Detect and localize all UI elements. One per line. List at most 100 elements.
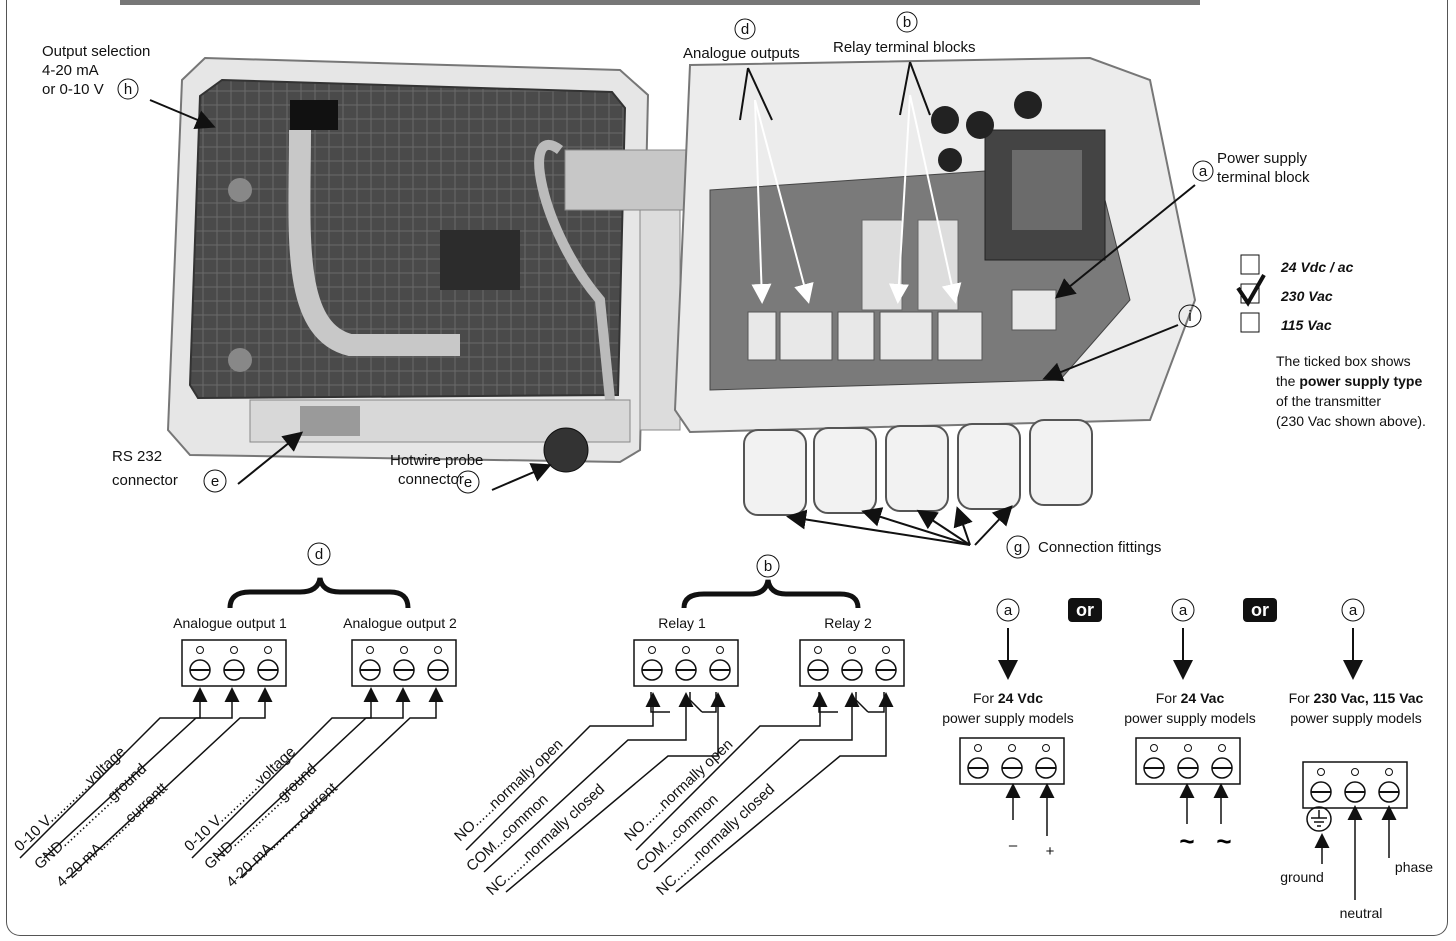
terminal-hole xyxy=(648,646,656,654)
processor xyxy=(440,230,520,290)
diagram-frame xyxy=(6,0,1448,936)
svg-text:or: or xyxy=(1076,600,1094,620)
svg-text:Output selection: Output selection xyxy=(42,43,150,60)
ribbon-cable xyxy=(564,149,701,211)
svg-text:115 Vac: 115 Vac xyxy=(1281,317,1332,333)
svg-text:Relay 1: Relay 1 xyxy=(658,615,706,631)
terminal-hole xyxy=(682,646,690,654)
terminal-hole xyxy=(366,646,374,654)
svg-text:+: + xyxy=(1046,843,1055,860)
svg-text:terminal block: terminal block xyxy=(1217,169,1310,186)
brace-analogue xyxy=(227,577,411,609)
capacitor xyxy=(931,106,959,134)
svg-text:b: b xyxy=(764,558,772,575)
terminal-hole xyxy=(716,646,724,654)
analogue-diagram: d Analogue output 1 Analogue output 2 0-… xyxy=(11,542,457,891)
terminal-hole xyxy=(1184,744,1192,752)
terminal-block-relay-2 xyxy=(799,639,905,687)
svg-text:e: e xyxy=(464,474,472,491)
svg-text:24 Vdc / ac: 24 Vdc / ac xyxy=(1280,259,1354,275)
terminal-hole xyxy=(1150,744,1158,752)
svg-text:Power supply: Power supply xyxy=(1217,150,1308,167)
svg-text:COM...common: COM...common xyxy=(463,791,551,875)
terminal-hole xyxy=(1351,768,1359,776)
ribbon-flex xyxy=(288,129,460,356)
svg-text:connector: connector xyxy=(398,471,464,488)
svg-text:Analogue output 2: Analogue output 2 xyxy=(343,615,457,631)
svg-text:or: or xyxy=(1251,600,1269,620)
terminal-hole xyxy=(974,744,982,752)
brace-relay xyxy=(681,579,861,609)
svg-text:~: ~ xyxy=(1216,826,1231,856)
relay-diagram: b Relay 1 Relay 2 NO......normal xyxy=(451,554,905,899)
terminal-block-analogue-1 xyxy=(181,639,287,687)
terminal-hole xyxy=(882,646,890,654)
svg-text:phase: phase xyxy=(1395,859,1433,875)
device-photo xyxy=(166,56,1197,516)
label-hotwire: Hotwire probe connector e xyxy=(390,452,552,494)
terminal-block-24vac xyxy=(1135,737,1241,785)
svg-text:e: e xyxy=(211,473,219,490)
svg-text:RS 232: RS 232 xyxy=(112,448,162,465)
svg-text:or 0-10 V: or 0-10 V xyxy=(42,81,104,98)
svg-text:(230 Vac shown above).: (230 Vac shown above). xyxy=(1276,413,1426,429)
terminal-hole xyxy=(1008,744,1016,752)
terminal-block-analogue-2 xyxy=(351,639,457,687)
svg-text:Hotwire probe: Hotwire probe xyxy=(390,452,483,469)
hinge xyxy=(639,169,681,431)
terminal-hole xyxy=(264,646,272,654)
terminal-hole xyxy=(1385,768,1393,776)
terminal-block-230vac xyxy=(1302,761,1408,809)
label-marker-i: i xyxy=(1042,304,1202,382)
terminal-hole xyxy=(1042,744,1050,752)
terminal-hole xyxy=(230,646,238,654)
label-connection-fittings: g Connection fittings xyxy=(786,505,1161,559)
terminal-hole xyxy=(196,646,204,654)
lid-screw xyxy=(228,178,252,202)
cable-glands xyxy=(743,419,1093,516)
svg-text:Relay terminal blocks: Relay terminal blocks xyxy=(833,39,976,56)
svg-text:neutral: neutral xyxy=(1340,905,1383,921)
svg-text:~: ~ xyxy=(1179,826,1194,856)
svg-text:h: h xyxy=(124,81,132,98)
svg-text:ground: ground xyxy=(1280,869,1324,885)
or-badge xyxy=(1243,598,1277,622)
label-analogue-outputs: d Analogue outputs xyxy=(683,18,800,121)
svg-text:power supply models: power supply models xyxy=(942,710,1074,726)
svg-text:For 24 Vac: For 24 Vac xyxy=(1156,690,1225,706)
svg-text:a: a xyxy=(1199,163,1208,180)
or-badge xyxy=(1068,598,1102,622)
rs232-port xyxy=(300,406,360,436)
svg-text:b: b xyxy=(903,14,911,31)
svg-text:a: a xyxy=(1179,602,1188,619)
terminal-block-relay-1 xyxy=(633,639,739,687)
svg-text:For 24 Vdc: For 24 Vdc xyxy=(973,690,1043,706)
svg-text:4-20 mA: 4-20 mA xyxy=(42,62,99,79)
svg-text:the power supply type: the power supply type xyxy=(1276,373,1422,389)
svg-text:–: – xyxy=(1009,837,1018,854)
svg-text:The ticked box shows: The ticked box shows xyxy=(1276,353,1411,369)
probe-connector xyxy=(543,427,589,473)
svg-text:power supply models: power supply models xyxy=(1124,710,1256,726)
svg-text:Analogue outputs: Analogue outputs xyxy=(683,45,800,62)
svg-text:For 230 Vac, 115 Vac: For 230 Vac, 115 Vac xyxy=(1289,690,1424,706)
svg-text:Relay 2: Relay 2 xyxy=(824,615,872,631)
svg-text:a: a xyxy=(1349,602,1358,619)
checkbox-24v xyxy=(1240,254,1260,275)
terminal-block-24vdc xyxy=(959,737,1065,785)
supply-type-options: 24 Vdc / ac 230 Vac 115 Vac The ticked b… xyxy=(1236,254,1426,429)
checkmark-icon xyxy=(1236,274,1266,307)
svg-text:Analogue output 1: Analogue output 1 xyxy=(173,615,287,631)
svg-text:d: d xyxy=(741,21,749,38)
chip xyxy=(290,100,338,130)
svg-text:d: d xyxy=(315,546,323,563)
terminal-hole xyxy=(1317,768,1325,776)
svg-text:i: i xyxy=(1188,308,1191,325)
terminal-hole xyxy=(400,646,408,654)
svg-text:connector: connector xyxy=(112,472,178,489)
top-rule xyxy=(120,0,1200,5)
label-output-selection: Output selection 4-20 mA or 0-10 V h xyxy=(42,43,216,130)
svg-text:230 Vac: 230 Vac xyxy=(1280,288,1333,304)
